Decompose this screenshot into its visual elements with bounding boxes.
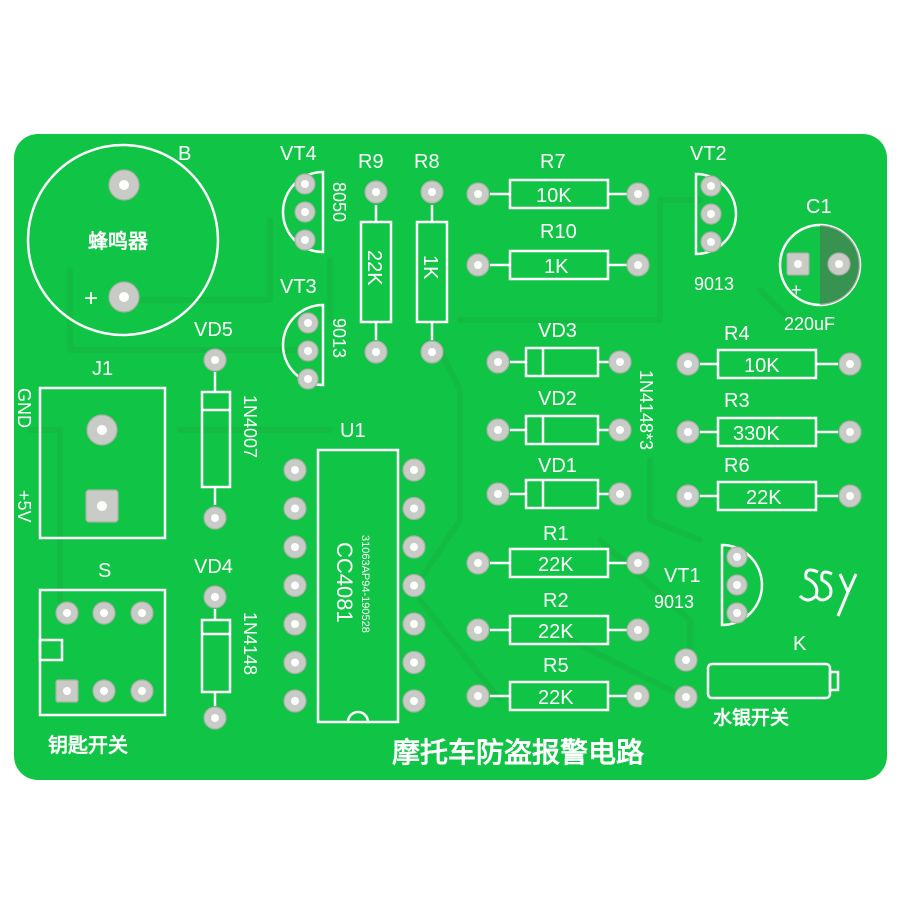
vt2-ref: VT2 [690,143,727,165]
u1-value: CC4081 [332,542,357,623]
r5-value: 22K [538,687,574,709]
vt3-value: 9013 [329,318,349,358]
r1-ref: R1 [543,523,569,545]
vt2-transistor: VT2 9013 [690,143,738,294]
c1-plus: + [791,280,802,300]
u1-code: 31063AP94-190528 [359,535,371,633]
board-title: 摩托车防盗报警电路 [392,736,645,769]
r9-ref: R9 [358,151,384,173]
switch-ref: S [98,560,111,582]
buzzer-plus: + [84,285,98,312]
vt1-ref: VT1 [664,565,701,587]
j1-vcc-label: +5V [14,490,34,523]
vt1-transistor: VT1 9013 [654,543,764,627]
board-substrate [14,134,887,780]
mercury-switch: K 水银开关 [674,633,840,729]
u1-pin-hole [410,504,418,513]
vt4-ref: VT4 [280,143,317,165]
u1-pin-hole [410,581,418,590]
u1-pin-hole [291,504,299,513]
u1-pin-hole [410,543,418,551]
r6-ref: R6 [724,455,750,477]
vt2-value: 9013 [694,274,734,294]
vd2-ref: VD2 [538,388,577,410]
ssy-logo [798,568,858,617]
r8-resistor: R8 1K [414,151,449,364]
r5-resistor: R5 22K [466,655,650,712]
u1-pin-hole [291,581,299,590]
r2-value: 22K [538,621,574,643]
r4-ref: R4 [724,323,750,345]
r8-ref: R8 [414,151,440,173]
vd4-diode: VD4 1N4148 [194,556,260,730]
vt4-transistor: VT4 8050 [280,143,349,254]
vd-group-value: 1N4148*3 [636,370,656,450]
r8-value: 1K [419,255,441,280]
r6-value: 22K [746,487,782,509]
r2-resistor: R2 22K [466,590,650,646]
r10-ref: R10 [540,221,577,243]
buzzer-footprint: B 蜂鸣器 + [26,143,220,337]
r7-resistor: R7 10K [466,151,650,210]
j1-gnd-label: GND [14,388,34,428]
r7-ref: R7 [540,151,566,173]
r5-ref: R5 [543,655,569,677]
switch-label: 钥匙开关 [48,733,128,757]
c1-capacitor: C1 + 220uF [778,196,862,334]
vd5-ref: VD5 [194,319,233,341]
r2-ref: R2 [543,590,569,612]
r9-resistor: R9 22K [358,151,393,364]
j1-ref: J1 [92,358,113,380]
vd4-value: 1N4148 [240,612,260,675]
vd1-diode: VD1 [486,455,632,510]
key-switch-footprint: S 钥匙开关 [38,560,167,757]
r10-value: 1K [544,256,569,278]
u1-pin-hole [410,697,418,705]
vd4-ref: VD4 [194,556,233,578]
r10-resistor: R10 1K [466,221,650,281]
u1-pin-hole [410,620,418,628]
u1-ic-footprint: U1 CC4081 31063AP94-190528 [283,420,426,724]
u1-pin-hole [291,697,299,705]
vd3-diode: VD3 [486,320,632,378]
r1-value: 22K [538,554,574,576]
r4-resistor: R4 10K [676,323,862,380]
vd5-diode: VD5 1N4007 [194,319,260,530]
r6-resistor: R6 22K [676,455,862,512]
u1-pin-hole [291,620,299,628]
vd3-ref: VD3 [538,320,577,342]
vt1-value: 9013 [654,592,694,612]
r7-value: 10K [536,185,572,207]
vt3-transistor: VT3 9013 [280,276,349,390]
u1-pin-hole [291,543,299,551]
r3-value: 330K [733,423,780,445]
k-label: 水银开关 [713,706,789,729]
c1-value: 220uF [784,314,835,334]
vt4-value: 8050 [329,182,349,222]
vt3-ref: VT3 [280,276,317,298]
k-ref: K [793,633,807,655]
vd5-value: 1N4007 [240,395,260,458]
r1-resistor: R1 22K [466,523,650,579]
buzzer-ref: B [178,143,191,165]
u1-pin-hole [410,466,418,474]
u1-pin-hole [291,466,299,474]
r9-value: 22K [363,250,385,286]
c1-ref: C1 [806,196,832,218]
j1-connector: J1 GND +5V [14,358,167,540]
vd1-ref: VD1 [538,455,577,477]
vd2-diode: VD2 [486,388,632,446]
u1-pin-hole [291,658,299,667]
r3-ref: R3 [724,390,750,412]
r4-value: 10K [744,355,780,377]
buzzer-label: 蜂鸣器 [88,229,149,253]
u1-ref: U1 [340,420,366,442]
r3-resistor: R3 330K [676,390,862,448]
u1-pin-hole [410,658,418,667]
copper-traces [27,197,793,703]
